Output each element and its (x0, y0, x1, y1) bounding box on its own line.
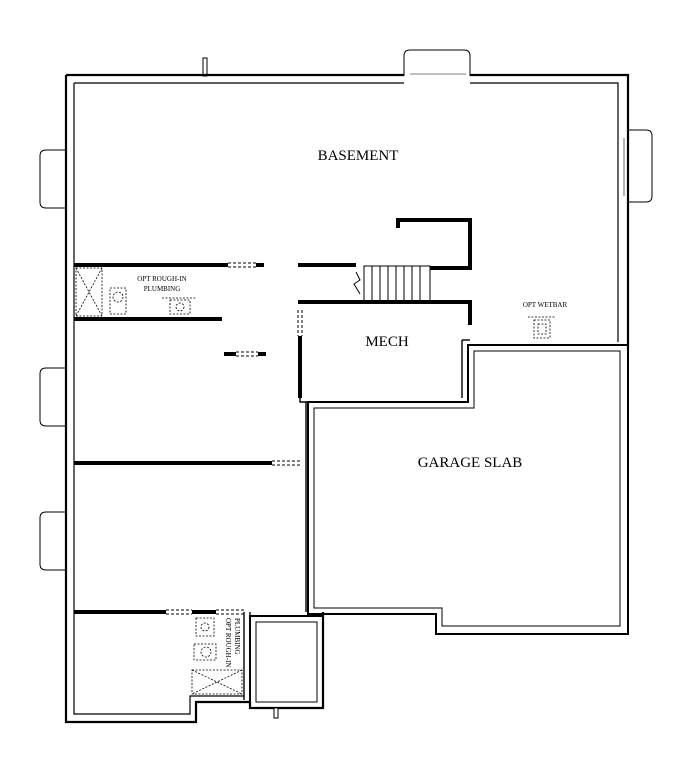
note-rough-in-top-line2: PLUMBING (144, 285, 181, 293)
sink-icon (169, 299, 191, 315)
sink-icon (533, 319, 551, 339)
note-rough-in-bottom: OPT ROUGH-IN PLUMBING (224, 618, 241, 667)
window-well-top (403, 49, 471, 76)
note-rough-in-bottom-line1: OPT ROUGH-IN (224, 618, 232, 667)
note-rough-in-top-line1: OPT ROUGH-IN (137, 275, 186, 283)
exterior-wall-inner (73, 82, 619, 715)
shower-icon (191, 669, 243, 695)
wetbar-fixture (528, 316, 556, 339)
note-wetbar: OPT WETBAR (523, 301, 568, 309)
toilet-icon (109, 287, 127, 315)
window-wells (39, 49, 653, 571)
garage-slab-outline (307, 344, 629, 635)
rough-in-fixtures-top (75, 267, 196, 317)
room-label-basement: BASEMENT (318, 148, 399, 164)
rough-in-fixtures-bottom (191, 617, 243, 695)
note-rough-in-bottom-line2: PLUMBING (233, 618, 241, 655)
stair-break-line (353, 271, 361, 295)
exterior-wall-outer (64, 73, 630, 724)
toilet-icon (193, 643, 217, 661)
window-well-left-1 (39, 149, 66, 209)
exterior-walls (64, 73, 630, 724)
window-well-left-2 (39, 367, 66, 427)
lower-stub (273, 707, 279, 719)
staircase (353, 265, 431, 303)
window-well-right (628, 129, 653, 203)
room-label-garage-slab: GARAGE SLAB (418, 455, 523, 471)
window-well-left-3 (39, 511, 66, 571)
vent-stub (202, 57, 208, 77)
door-openings (166, 262, 303, 615)
interior-walls (74, 218, 472, 614)
sink-icon (195, 617, 215, 637)
room-label-mech: MECH (365, 334, 409, 350)
thin-walls (243, 339, 470, 700)
lower-box (249, 615, 324, 719)
shower-icon (75, 267, 103, 317)
